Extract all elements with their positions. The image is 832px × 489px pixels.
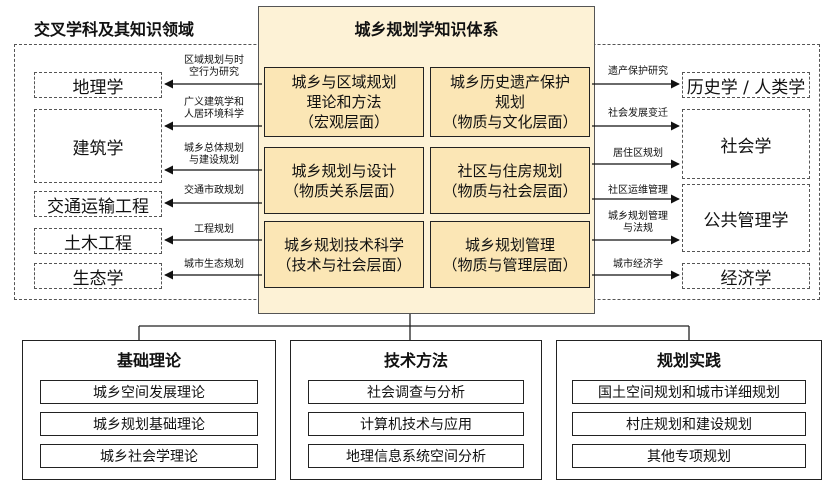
annotation-line: 与法规 xyxy=(623,223,653,234)
core-cell-urban-design: 城乡规划与设计 （物质关系层面） xyxy=(264,147,424,214)
core-cell-line: （物质关系层面） xyxy=(283,181,404,200)
discipline-civil-engineering: 土木工程 xyxy=(34,228,162,254)
annotation-line: 城乡规划管理 xyxy=(608,211,668,222)
annotation-line: 城市生态规划 xyxy=(184,259,244,270)
left-annotation: 区域规划与时 空行为研究 xyxy=(170,55,258,79)
group-item: 城乡社会学理论 xyxy=(40,444,258,468)
left-annotation: 城乡总体规划 与建设规划 xyxy=(170,143,258,167)
core-cell-line: （物质与文化层面） xyxy=(442,113,578,131)
group-title: 规划实践 xyxy=(656,351,721,370)
discipline-transportation: 交通运输工程 xyxy=(34,191,162,217)
group-item: 其他专项规划 xyxy=(572,444,806,468)
core-cell-line: （技术与社会层面） xyxy=(276,255,412,274)
discipline-ecology: 生态学 xyxy=(34,263,162,289)
core-title: 城乡规划学知识体系 xyxy=(354,20,499,39)
core-cell-line: 城乡规划与设计 xyxy=(291,161,397,180)
core-cell-line: （宏观层面） xyxy=(298,113,389,131)
discipline-public-administration: 公共管理学 xyxy=(682,184,810,252)
annotation-line: 社区运维管理 xyxy=(608,185,668,196)
group-basic-theory xyxy=(22,340,276,480)
right-annotation: 居住区规划 xyxy=(596,148,680,160)
annotation-line: 工程规划 xyxy=(194,224,234,235)
discipline-architecture: 建筑学 xyxy=(34,109,162,183)
core-cell-line: 理论和方法 xyxy=(306,93,382,111)
core-cell-heritage-planning: 城乡历史遗产保护 规划 （物质与文化层面） xyxy=(430,67,590,137)
annotation-line: 区域规划与时 xyxy=(184,55,244,66)
core-cell-regional-planning: 城乡与区域规划 理论和方法 （宏观层面） xyxy=(264,67,424,137)
discipline-geography: 地理学 xyxy=(34,72,162,98)
interdisciplinary-title: 交叉学科及其知识领域 xyxy=(34,20,195,39)
discipline-economics: 经济学 xyxy=(682,263,810,289)
right-annotation: 社会发展变迁 xyxy=(596,108,680,120)
annotation-line: 城市经济学 xyxy=(613,259,663,270)
annotation-line: 广义建筑学和 xyxy=(184,97,244,108)
annotation-line: 人居环境科学 xyxy=(184,109,244,120)
group-item: 城乡空间发展理论 xyxy=(40,380,258,404)
group-title: 基础理论 xyxy=(116,351,181,370)
core-cell-community-housing: 社区与住房规划 （物质与社会层面） xyxy=(430,147,590,214)
core-cell-line: 社区与住房规划 xyxy=(457,161,563,180)
core-cell-line: 城乡规划技术科学 xyxy=(283,235,404,254)
group-item: 国土空间规划和城市详细规划 xyxy=(572,380,806,404)
left-annotation: 交通市政规划 xyxy=(170,185,258,197)
annotation-line: 居住区规划 xyxy=(613,148,663,159)
group-title: 技术方法 xyxy=(383,351,448,370)
annotation-line: 与建设规划 xyxy=(189,155,239,166)
core-cell-line: 城乡历史遗产保护 xyxy=(449,73,570,91)
core-cell-line: 规划 xyxy=(494,93,525,111)
core-cell-planning-technology: 城乡规划技术科学 （技术与社会层面） xyxy=(264,221,424,288)
discipline-history-anthropology: 历史学 / 人类学 xyxy=(682,72,810,98)
annotation-line: 交通市政规划 xyxy=(184,185,244,196)
group-item: 计算机技术与应用 xyxy=(308,412,524,436)
core-cell-planning-management: 城乡规划管理 （物质与管理层面） xyxy=(430,221,590,288)
group-item: 村庄规划和建设规划 xyxy=(572,412,806,436)
core-cell-line: 城乡规划管理 xyxy=(464,235,555,254)
core-cell-line: （物质与管理层面） xyxy=(442,255,578,274)
group-planning-practice xyxy=(556,340,822,480)
right-annotation: 遗产保护研究 xyxy=(596,66,680,78)
right-annotation: 城市经济学 xyxy=(596,259,680,271)
right-annotation: 社区运维管理 xyxy=(596,185,680,197)
group-item: 地理信息系统空间分析 xyxy=(308,444,524,468)
left-annotation: 广义建筑学和 人居环境科学 xyxy=(170,97,258,121)
annotation-line: 遗产保护研究 xyxy=(608,66,668,77)
annotation-line: 城乡总体规划 xyxy=(184,143,244,154)
core-cell-line: 城乡与区域规划 xyxy=(291,73,397,91)
group-item: 城乡规划基础理论 xyxy=(40,412,258,436)
left-annotation: 工程规划 xyxy=(170,224,258,236)
group-technical-methods xyxy=(290,340,542,480)
annotation-line: 社会发展变迁 xyxy=(608,108,668,119)
left-annotation: 城市生态规划 xyxy=(170,259,258,271)
annotation-line: 空行为研究 xyxy=(189,67,239,78)
core-cell-line: （物质与社会层面） xyxy=(442,181,578,200)
right-annotation: 城乡规划管理 与法规 xyxy=(596,211,680,235)
discipline-sociology: 社会学 xyxy=(682,109,810,179)
group-item: 社会调查与分析 xyxy=(308,380,524,404)
